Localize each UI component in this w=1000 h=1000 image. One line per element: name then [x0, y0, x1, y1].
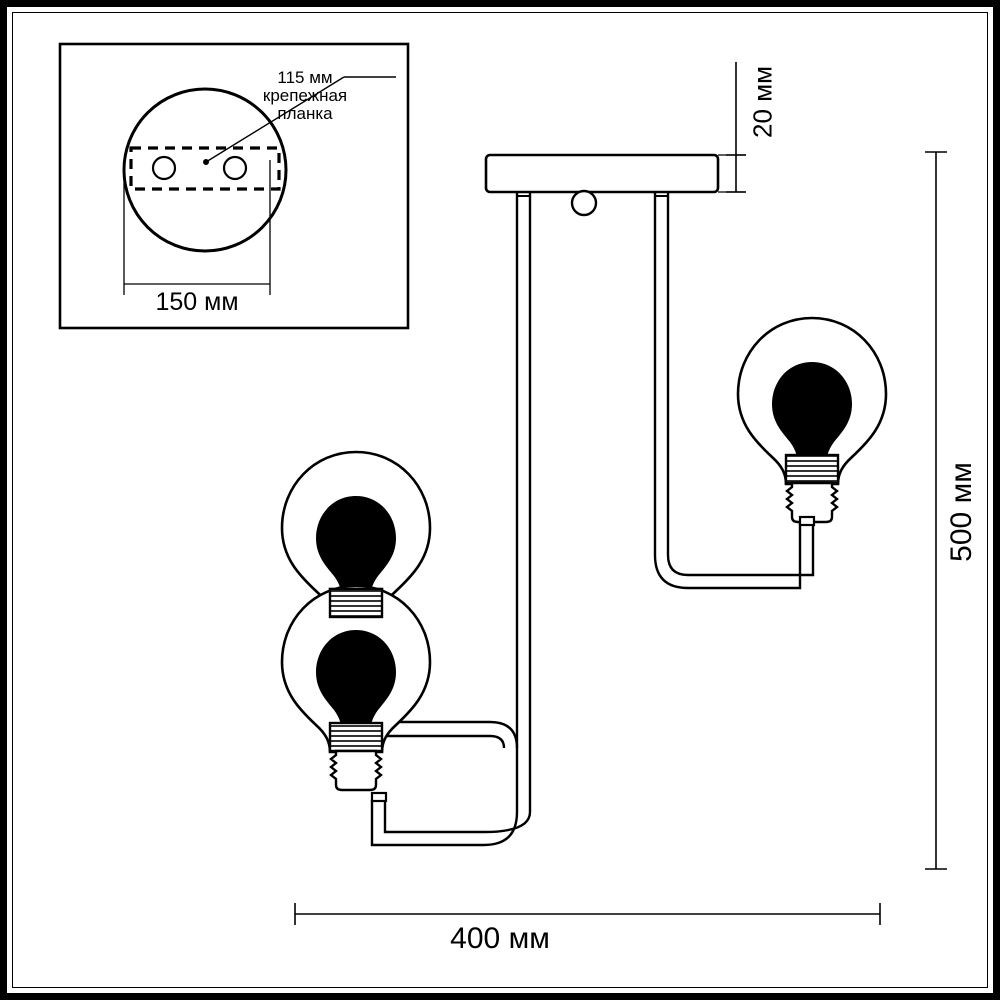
- socket-neck-right: [798, 515, 816, 527]
- dimension-150mm: [123, 160, 271, 295]
- collar-overlap-fix: [328, 587, 384, 619]
- dimension-label-height: 500 мм: [945, 462, 978, 562]
- dimension-20mm: [718, 62, 746, 193]
- bulb-inner-upper-left: [316, 496, 396, 600]
- plate-center-knob: [570, 189, 598, 217]
- socket-base-right: [785, 481, 839, 524]
- ceiling-mount-plate: [484, 153, 720, 217]
- callout-label-line2: планка: [277, 103, 333, 123]
- callout-leader: [203, 76, 396, 165]
- image-border-inner: [12, 12, 988, 988]
- socket-neck-lower-left: [370, 791, 388, 803]
- dimension-label-width: 400 мм: [450, 922, 550, 955]
- dimension-lines: [294, 62, 947, 925]
- bulb-inner-right: [772, 362, 852, 466]
- lamp-fixture: [280, 153, 888, 847]
- socket-base-lower-left: [329, 749, 383, 792]
- mounting-bracket-dashed: [129, 146, 281, 191]
- dimension-label-inset-diameter: 150 мм: [155, 288, 239, 316]
- bulb-inner-lower-left: [316, 630, 396, 734]
- socket-collar-right: [784, 453, 840, 485]
- right-lamp-arm: [653, 192, 815, 590]
- bulb-right: [736, 316, 888, 527]
- dimension-label-inset-bracket: 115 мм: [277, 68, 333, 87]
- callout-label-mounting-bracket: крепежная планка: [263, 87, 347, 123]
- left-horizontal-branch: [358, 720, 519, 749]
- bracket-hole-left: [151, 155, 177, 181]
- dimension-400mm: [294, 903, 881, 925]
- bulb-lower-left: [280, 584, 432, 803]
- inset-detail-view: [58, 42, 410, 330]
- dimension-500mm: [925, 151, 947, 870]
- callout-label-line1: крепежная: [262, 86, 348, 105]
- central-vertical-tube: [370, 192, 532, 847]
- dimension-label-plate-thickness: 20 мм: [747, 66, 778, 138]
- bracket-hole-right: [222, 155, 248, 181]
